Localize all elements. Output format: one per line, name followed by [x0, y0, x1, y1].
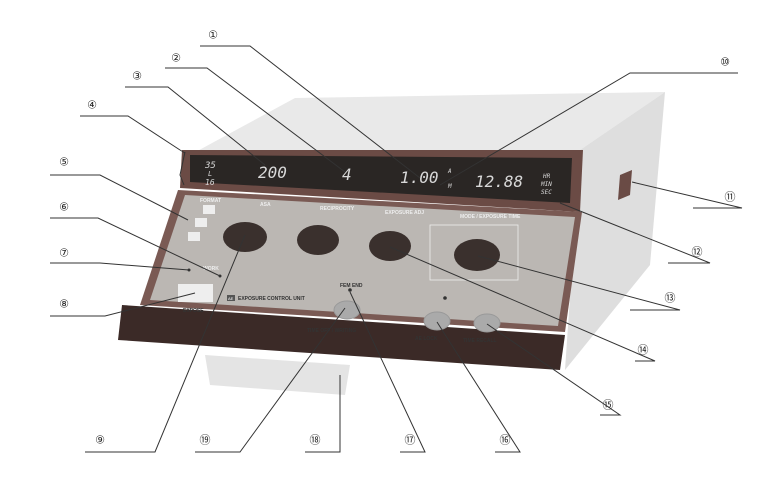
ae-lock-button[interactable] — [423, 311, 451, 331]
format-button-2[interactable] — [195, 218, 207, 227]
adj-indicator-m: M — [447, 183, 452, 190]
format-button-3[interactable] — [188, 232, 200, 241]
format-button-1[interactable] — [203, 205, 215, 214]
callout-18: ⑱ — [310, 434, 321, 447]
asa-label: ASA — [260, 202, 271, 208]
exposure-adj-label: EXPOSURE ADJ — [385, 210, 424, 216]
callout-5: ⑤ — [59, 156, 69, 169]
time-recall-button[interactable] — [473, 313, 501, 333]
unit-hr: HR — [542, 173, 551, 180]
callout-11: ⑪ — [725, 191, 736, 204]
bottom-base — [205, 355, 350, 395]
unit-label: EXPOSURE CONTROL UNIT — [238, 296, 305, 302]
display-screen — [190, 155, 572, 203]
time-off-writing-button[interactable] — [333, 300, 361, 320]
side-connector — [618, 170, 632, 200]
ae-lock-indicator — [443, 296, 447, 300]
brand-logo — [227, 295, 235, 301]
callout-2: ② — [171, 52, 181, 65]
mode-scale-frame — [429, 224, 519, 281]
callout-8: ⑧ — [59, 298, 69, 311]
fem-end-label: FEM END — [340, 283, 363, 289]
ae-lock-label: AE LOCK — [415, 336, 438, 342]
expose-label: EXPOSE — [183, 308, 204, 314]
callout-15: ⑮ — [603, 399, 614, 412]
mode-label: MODE / EXPOSURE TIME — [460, 214, 521, 220]
unit-sec: SEC — [541, 189, 552, 196]
time-off-label: TIME OFF / WRITING — [307, 328, 356, 334]
reciprocity-label: RECIPROCITY — [320, 206, 355, 212]
reciprocity-display: 4 — [342, 165, 352, 184]
callout-1: ① — [208, 29, 218, 42]
unit-min: MIN — [540, 181, 552, 188]
format-display-bottom: 16 — [205, 178, 215, 187]
callout-19: ⑲ — [200, 434, 211, 447]
asa-display: 200 — [258, 163, 287, 182]
fem-end-indicator — [348, 288, 352, 292]
callout-7: ⑦ — [59, 247, 69, 260]
callout-17: ⑰ — [405, 434, 416, 447]
reciprocity-dial[interactable] — [297, 225, 339, 255]
front-strip — [118, 305, 565, 370]
callout-14: ⑭ — [638, 344, 649, 357]
time-display: 12.88 — [475, 172, 523, 191]
callout-12: ⑫ — [692, 246, 703, 259]
exposure-control-unit — [118, 92, 665, 395]
format-display-top: 35 — [204, 161, 216, 171]
time-recall-label: TIME RECALL — [463, 338, 497, 344]
right-side-face — [565, 92, 665, 370]
exposure-adj-dial[interactable] — [369, 231, 411, 261]
format-display-mid: L — [208, 170, 212, 178]
callouts: ① ② ③ ④ ⑤ ⑥ ⑦ ⑧ ⑨ ⑩ ⑪ ⑫ ⑬ ⑭ ⑮ ⑯ ⑰ ⑱ ⑲ — [59, 29, 735, 447]
brand-label: AE — [228, 296, 234, 301]
callout-13: ⑬ — [665, 292, 676, 305]
callout-16: ⑯ — [500, 434, 511, 447]
format-label: FORMAT — [200, 198, 221, 204]
controls: FORMAT ASA RECIPROCITY EXPOSURE ADJ MODE… — [178, 198, 521, 344]
callout-6: ⑥ — [59, 201, 69, 214]
callout-10: ⑩ — [720, 56, 730, 69]
callout-3: ③ — [132, 70, 142, 83]
asa-dial[interactable] — [223, 222, 267, 252]
top-face — [190, 92, 665, 155]
work-label: WORK — [203, 266, 219, 272]
expose-button[interactable] — [178, 284, 213, 302]
callout-4: ④ — [87, 99, 97, 112]
callout-9: ⑨ — [95, 434, 105, 447]
leader-lines — [50, 45, 743, 453]
adj-indicator-a: A — [447, 168, 452, 175]
mode-exposure-time-dial[interactable] — [454, 239, 500, 271]
